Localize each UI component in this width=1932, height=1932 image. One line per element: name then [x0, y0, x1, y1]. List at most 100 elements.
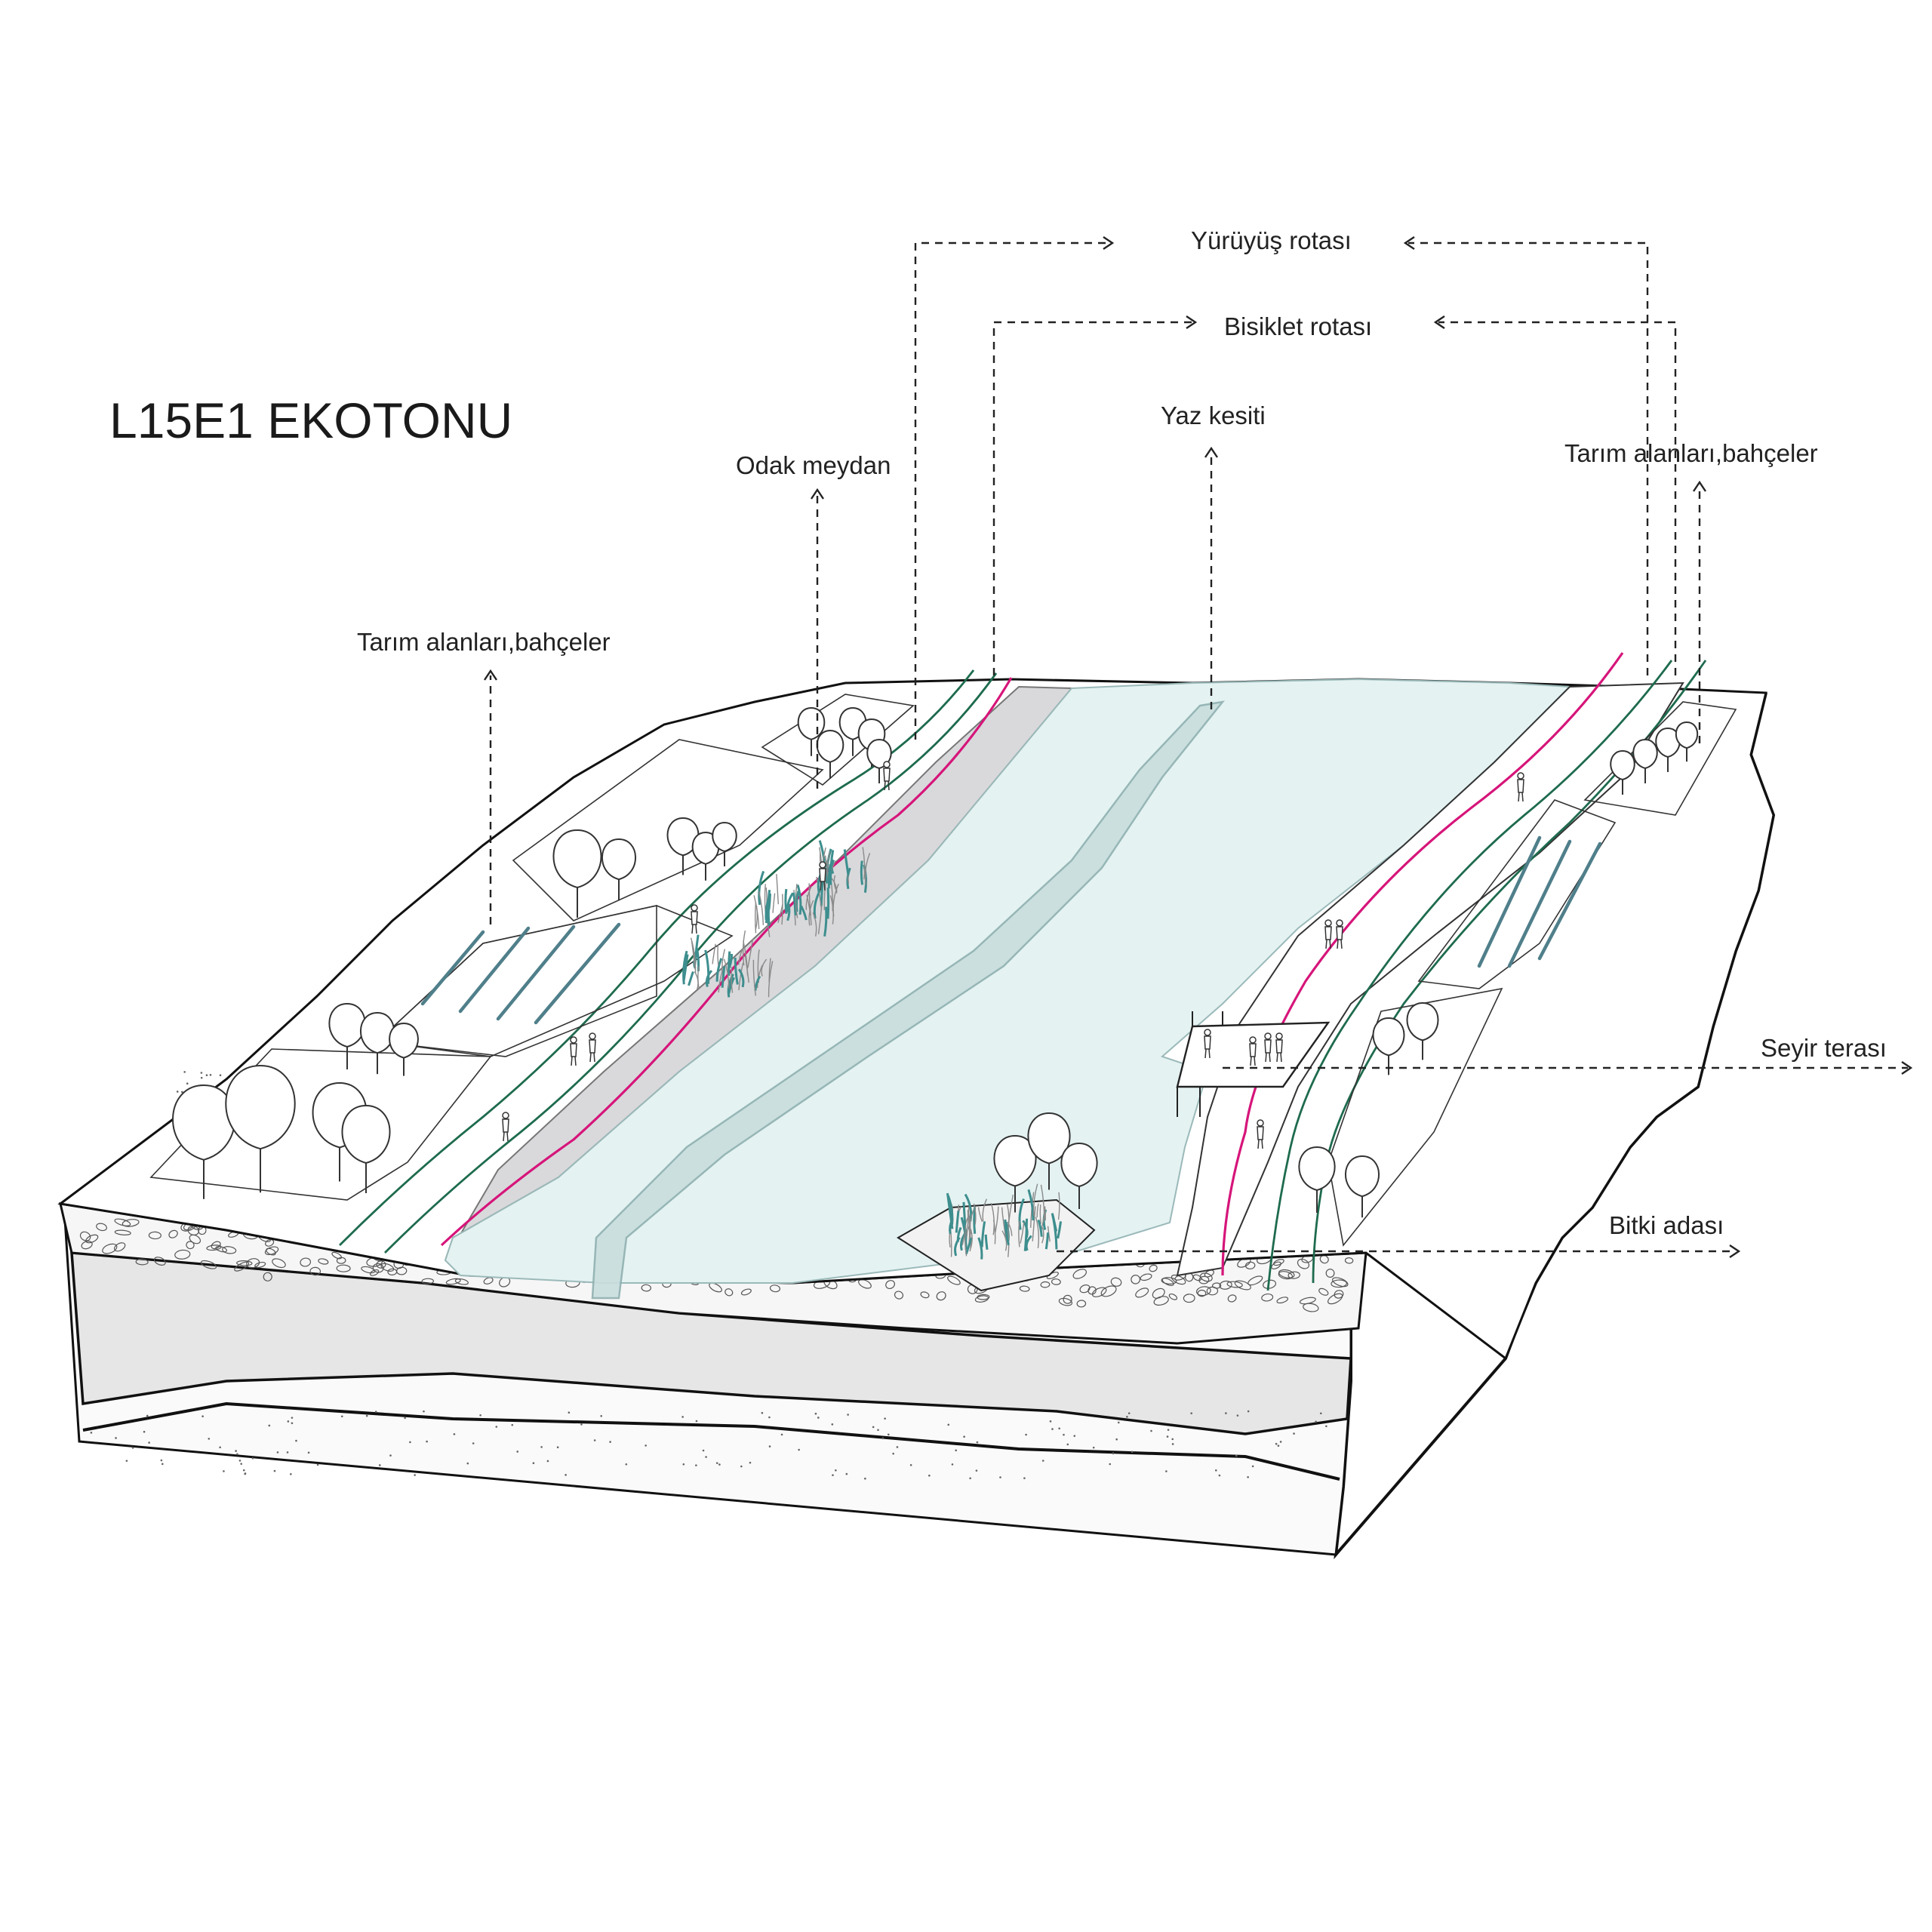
gravel-stone: [1091, 1287, 1107, 1297]
gravel-stone: [1344, 1257, 1354, 1264]
texture-dot: [160, 1459, 163, 1462]
texture-dot: [963, 1435, 965, 1438]
reed-stem: [728, 951, 731, 977]
gravel-stone: [858, 1278, 872, 1289]
right-garden-parcel: [1327, 987, 1503, 1247]
texture-dot: [125, 1460, 128, 1462]
reed-stem: [973, 1203, 977, 1225]
texture-dot: [1025, 1433, 1027, 1436]
tree-icon: [1298, 1146, 1336, 1213]
gravel-stone: [246, 1258, 260, 1269]
texture-dot: [556, 1446, 559, 1449]
texture-dot: [146, 1414, 149, 1417]
gravel-stone: [1140, 1273, 1152, 1281]
reed-stem: [829, 850, 835, 885]
texture-dot: [532, 1462, 535, 1465]
walking-route-leader-left: [914, 242, 1109, 740]
person-icon: [691, 904, 698, 934]
tree-icon: [1345, 1155, 1380, 1218]
texture-dot: [1063, 1433, 1065, 1436]
tree-icon: [360, 1011, 395, 1075]
texture-dot: [887, 1433, 890, 1436]
reed-stem: [755, 902, 757, 934]
texture-dot: [181, 1091, 183, 1094]
texture-dot: [609, 1441, 611, 1443]
texture-dot: [378, 1464, 381, 1466]
arrow-right-icon: [1901, 1061, 1913, 1075]
reed-stem: [776, 874, 780, 905]
texture-dot: [479, 1414, 481, 1417]
texture-dot: [951, 1463, 954, 1466]
reed-stem: [753, 895, 760, 930]
texture-dot: [404, 1417, 406, 1420]
reed-stem: [964, 1225, 968, 1257]
arrow-up-icon: [484, 669, 497, 681]
gravel-stone: [1058, 1297, 1073, 1306]
reed-stem: [796, 884, 802, 915]
tree-icon: [666, 817, 700, 875]
texture-dot: [200, 1072, 203, 1074]
reed-stem: [995, 1206, 999, 1233]
gravel-stone: [266, 1247, 276, 1256]
gravel-stone: [96, 1223, 107, 1232]
texture-dot: [162, 1463, 164, 1466]
gravel-stone: [1234, 1280, 1251, 1291]
gravel-stone: [1088, 1286, 1097, 1295]
reed-stem: [1057, 1221, 1063, 1239]
texture-dot: [1293, 1432, 1295, 1435]
right-orchard-parcel: [1583, 701, 1737, 816]
reed-stem: [1044, 1232, 1050, 1250]
texture-dot: [409, 1441, 411, 1444]
gravel-stone: [1131, 1275, 1141, 1284]
reed-stem: [860, 860, 864, 885]
gravel-stone: [1149, 1264, 1158, 1272]
texture-dot: [143, 1430, 146, 1433]
people-group: [502, 761, 1524, 1149]
reed-stem: [697, 966, 700, 989]
texture-dot: [1092, 1446, 1095, 1449]
texture-dot: [200, 1076, 203, 1079]
left-farm-field: [376, 905, 657, 1057]
person-icon: [1204, 1029, 1211, 1059]
reed-stem: [982, 1198, 988, 1222]
gravel-stone: [336, 1257, 346, 1264]
texture-dot: [472, 1442, 475, 1444]
gravel-stone: [113, 1242, 126, 1252]
reed-stem: [752, 959, 757, 996]
texture-dot: [148, 1441, 150, 1444]
texture-dot: [1214, 1469, 1217, 1472]
gravel-stone: [641, 1284, 652, 1292]
gravel-stone: [1135, 1287, 1149, 1298]
right-bike-line: [1221, 652, 1624, 1276]
reed-stem: [731, 967, 734, 993]
gravel-stone: [114, 1229, 131, 1235]
texture-dot: [1218, 1474, 1221, 1477]
gravel-stone: [1063, 1294, 1072, 1304]
gravel-stone: [1247, 1275, 1263, 1286]
gravel-stone: [380, 1263, 395, 1272]
texture-dot: [580, 1423, 583, 1426]
reed-stem: [792, 892, 797, 915]
texture-dot: [374, 1411, 377, 1413]
gravel-stone: [135, 1258, 149, 1266]
gravel-stone: [148, 1231, 162, 1240]
person-icon: [819, 861, 826, 891]
texture-dot: [1279, 1441, 1282, 1443]
gravel-stone: [445, 1278, 461, 1285]
texture-dot: [975, 1469, 978, 1472]
texture-dot: [1058, 1427, 1060, 1430]
person-icon: [570, 1036, 577, 1066]
texture-dot: [969, 1477, 971, 1480]
texture-dot: [695, 1464, 697, 1466]
texture-dot: [1171, 1438, 1174, 1441]
texture-dot: [208, 1438, 211, 1440]
bicycle-route-label: Bisiklet rotası: [1224, 312, 1372, 340]
bicycle-route-leader-left: [992, 321, 1192, 675]
person-icon: [1249, 1036, 1257, 1066]
gravel-stone: [1271, 1261, 1281, 1269]
tree-icon: [1675, 721, 1699, 762]
gravel-stone: [1110, 1277, 1122, 1287]
arrow-up-icon: [811, 488, 824, 500]
reed-stem: [1001, 1230, 1008, 1251]
texture-dot: [242, 1469, 245, 1472]
